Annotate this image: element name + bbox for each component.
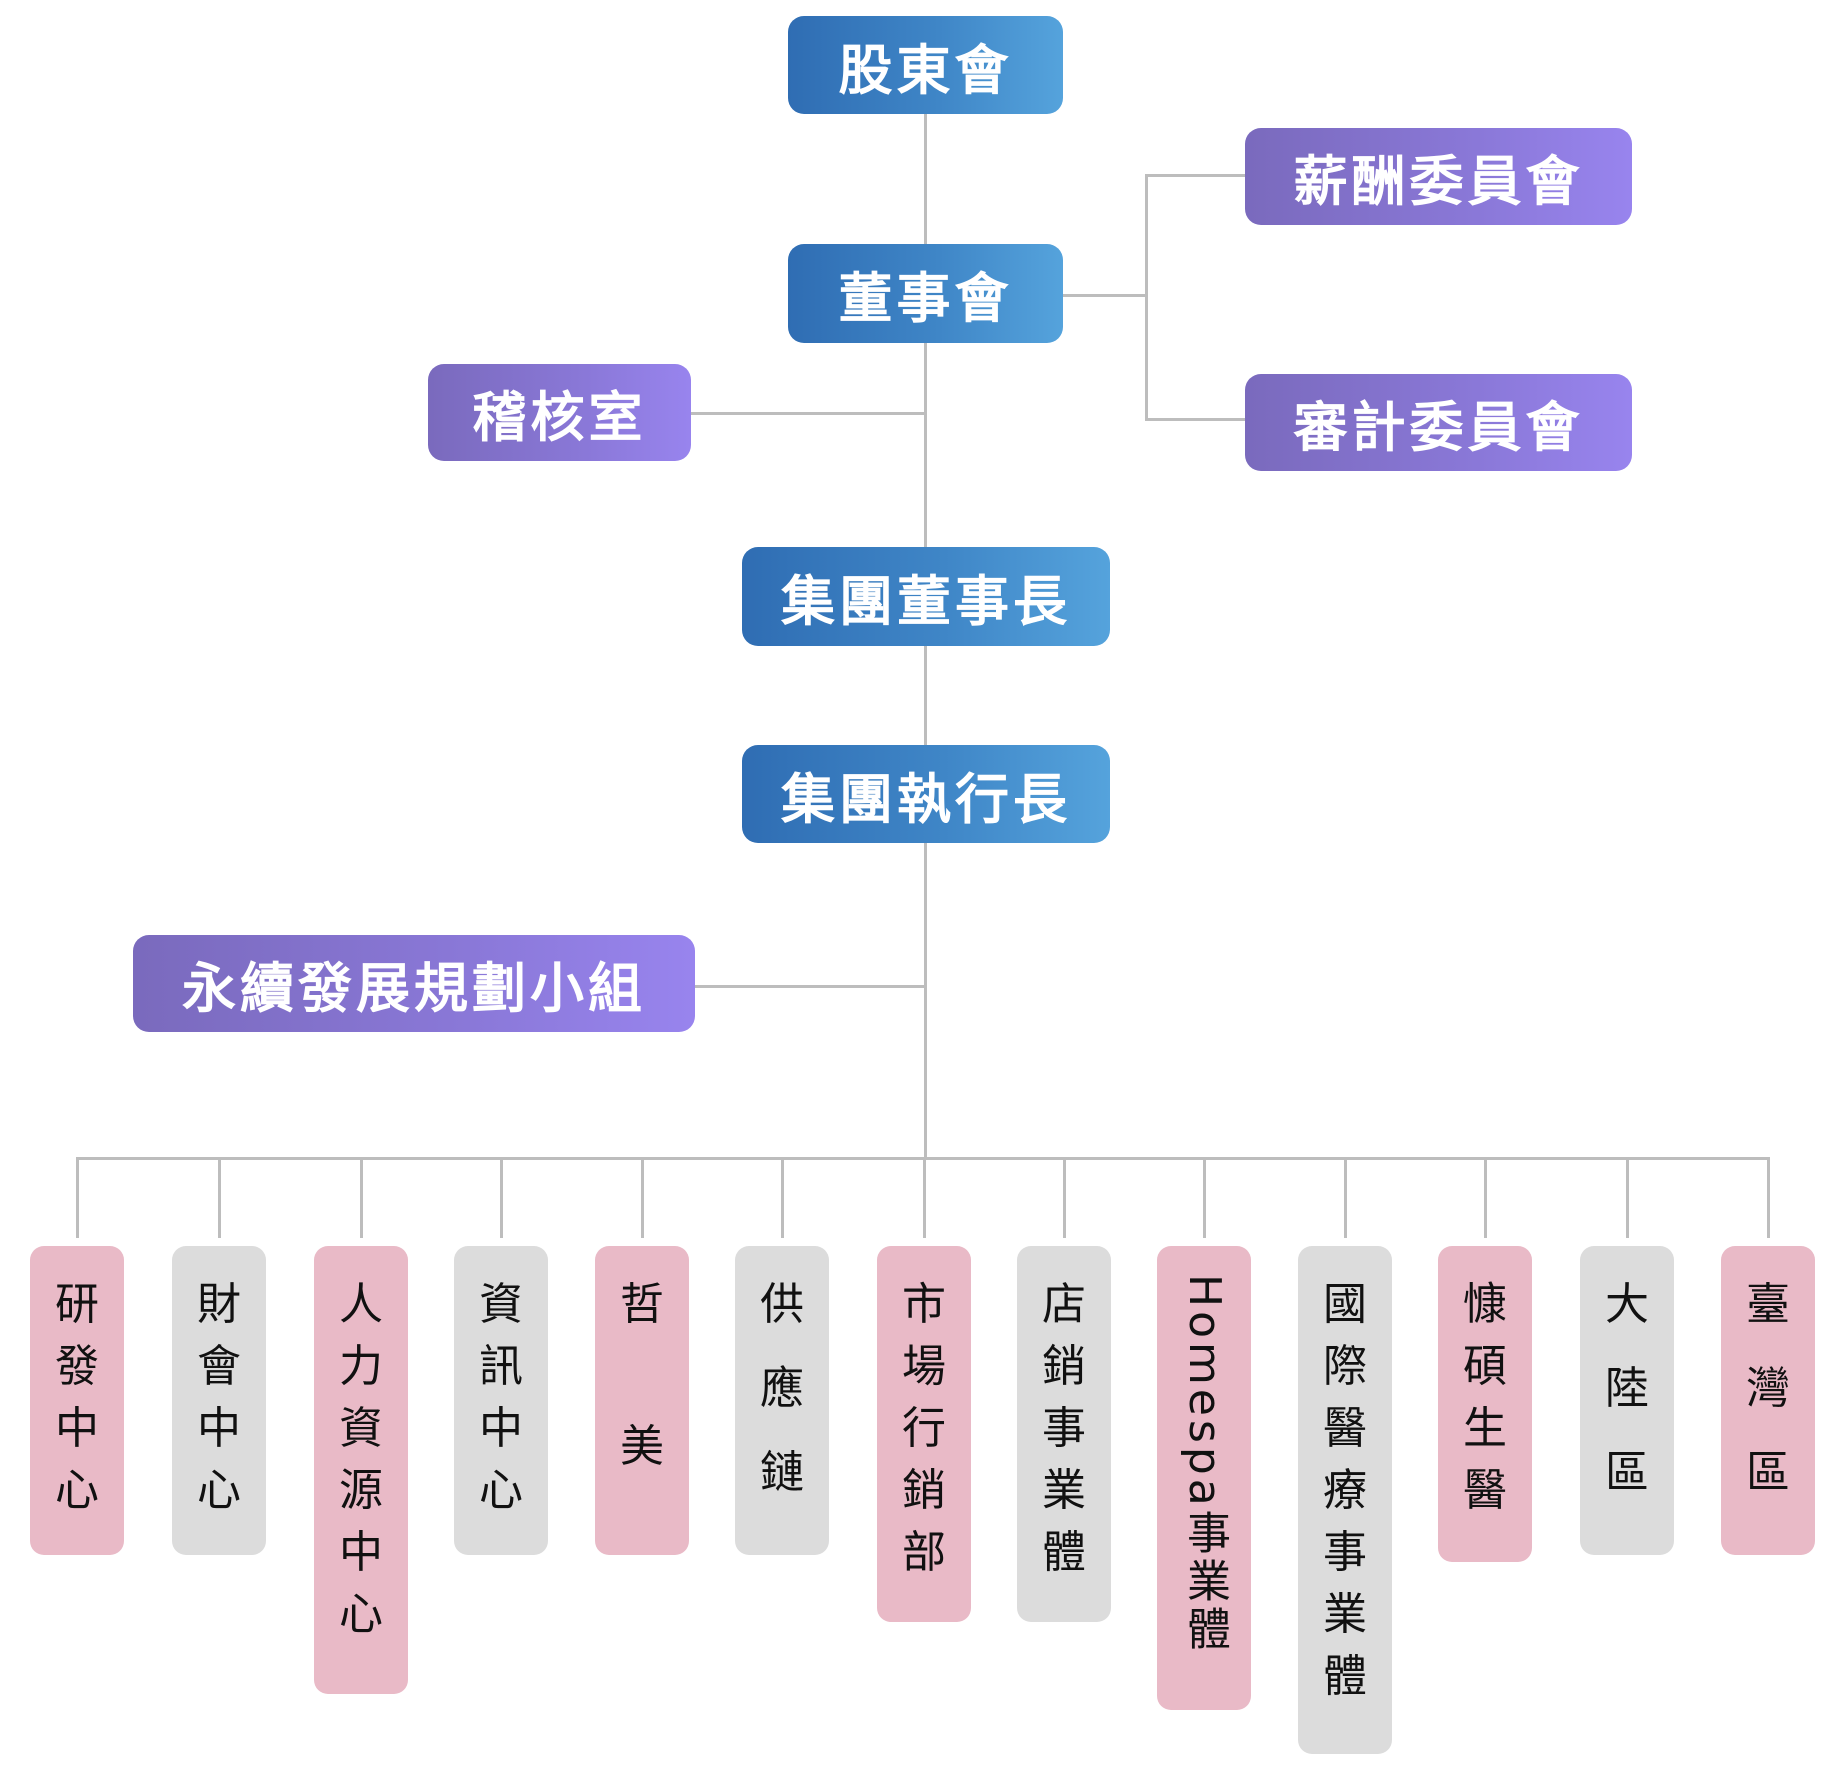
node-sustainability-group: 永續發展規劃小組 xyxy=(133,935,695,1032)
connector-unit-stub xyxy=(1203,1158,1206,1238)
unit-label: 店銷事業體 xyxy=(1042,1279,1086,1578)
unit-label: 人力資源中心 xyxy=(339,1279,383,1640)
unit-label: Homespa事業體 xyxy=(1179,1274,1230,1654)
connector-audit-committee xyxy=(1145,418,1245,421)
unit-label: 哲美 xyxy=(620,1279,664,1472)
connector-unit-stub xyxy=(781,1158,784,1238)
connector-unit-stub xyxy=(1767,1158,1770,1238)
node-remuneration-committee: 薪酬委員會 xyxy=(1245,128,1632,225)
unit-box: 哲美 xyxy=(595,1246,689,1555)
connector-unit-stub xyxy=(1626,1158,1629,1238)
connector-unit-stub xyxy=(923,1158,926,1238)
unit-label: 臺灣區 xyxy=(1746,1279,1790,1498)
connector-unit-stub xyxy=(1063,1158,1066,1238)
node-shareholders: 股東會 xyxy=(788,16,1063,114)
node-group-ceo: 集團執行長 xyxy=(742,745,1110,843)
connector-unit-stub xyxy=(641,1158,644,1238)
connector-audit-office xyxy=(691,412,925,415)
node-group-chairman: 集團董事長 xyxy=(742,547,1110,646)
unit-box: 臺灣區 xyxy=(1721,1246,1815,1555)
connector-unit-stub xyxy=(218,1158,221,1238)
unit-box: 大陸區 xyxy=(1580,1246,1674,1555)
unit-label: 供應鏈 xyxy=(760,1279,804,1498)
unit-box: 人力資源中心 xyxy=(314,1246,408,1694)
unit-box: 市場行銷部 xyxy=(877,1246,971,1622)
unit-label: 研發中心 xyxy=(55,1279,99,1516)
unit-box: 國際醫療事業體 xyxy=(1298,1246,1392,1754)
connector-unit-stub xyxy=(1484,1158,1487,1238)
unit-box: 研發中心 xyxy=(30,1246,124,1555)
node-audit-office: 稽核室 xyxy=(428,364,691,461)
connector-sustainability xyxy=(695,985,925,988)
unit-label: 大陸區 xyxy=(1605,1279,1649,1498)
node-audit-committee: 審計委員會 xyxy=(1245,374,1632,471)
node-board: 董事會 xyxy=(788,244,1063,343)
unit-label: 資訊中心 xyxy=(479,1279,523,1516)
unit-label: 財會中心 xyxy=(197,1279,241,1516)
unit-box: 慷碩生醫 xyxy=(1438,1246,1532,1562)
unit-box: 資訊中心 xyxy=(454,1246,548,1555)
unit-label: 慷碩生醫 xyxy=(1463,1279,1507,1516)
unit-box: 供應鏈 xyxy=(735,1246,829,1555)
connector-unit-stub xyxy=(1344,1158,1347,1238)
unit-box: 財會中心 xyxy=(172,1246,266,1555)
unit-box: Homespa事業體 xyxy=(1157,1246,1251,1710)
connector-unit-stub xyxy=(360,1158,363,1238)
unit-label: 市場行銷部 xyxy=(902,1279,946,1578)
connector-remuneration xyxy=(1145,174,1245,177)
connector-board-committees xyxy=(1063,294,1147,297)
connector-unit-stub xyxy=(76,1158,79,1238)
connector-unit-stub xyxy=(500,1158,503,1238)
unit-box: 店銷事業體 xyxy=(1017,1246,1111,1622)
unit-label: 國際醫療事業體 xyxy=(1323,1279,1367,1702)
connector-committees-vertical xyxy=(1145,174,1148,421)
